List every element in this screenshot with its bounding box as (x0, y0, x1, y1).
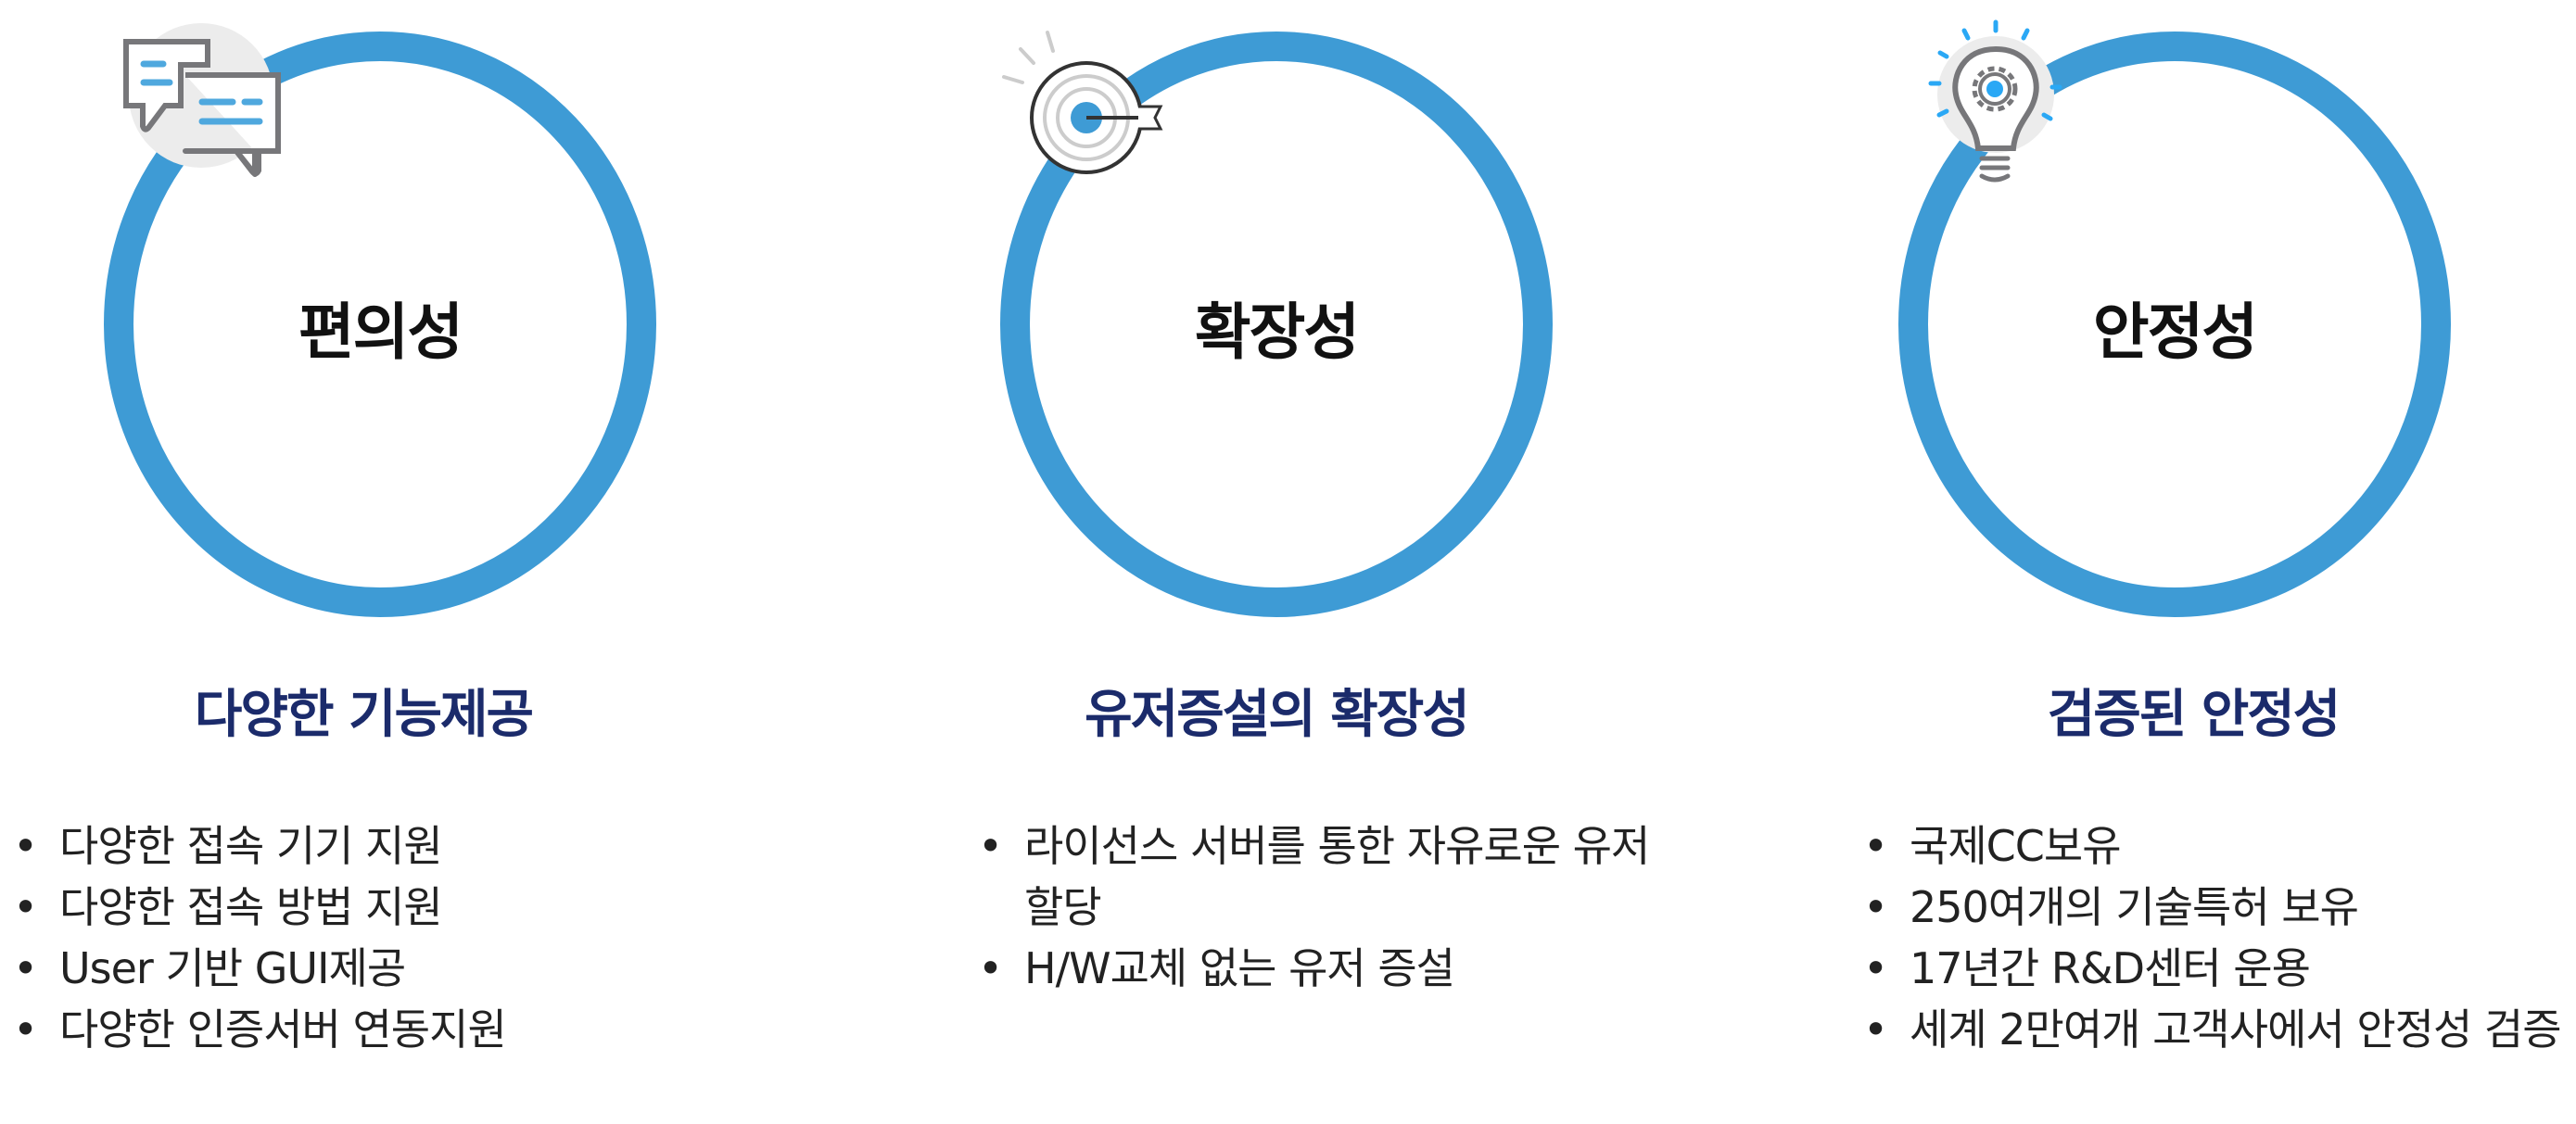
list-item: H/W교체 없는 유저 증설 (978, 938, 1655, 999)
bullet-list-convenience: 다양한 접속 기기 지원 다양한 접속 방법 지원 User 기반 GUI제공 … (13, 815, 662, 1060)
circle-title-scalability: 확장성 (1194, 297, 1360, 368)
list-item: 다양한 접속 기기 지원 (13, 815, 662, 877)
bullet-list-stability: 국제CC보유 250여개의 기술특허 보유 17년간 R&D센터 운용 세계 2… (1863, 815, 2568, 1060)
ring-stability (1898, 32, 2451, 617)
bullet-list-scalability: 라이선스 서버를 통한 자유로운 유저할당 H/W교체 없는 유저 증설 (978, 815, 1655, 999)
list-item: 라이선스 서버를 통한 자유로운 유저할당 (978, 815, 1655, 938)
ring-scalability (1000, 32, 1553, 617)
heading-features: 다양한 기능제공 (194, 685, 534, 745)
list-item: 다양한 접속 방법 지원 (13, 877, 662, 938)
list-item: 국제CC보유 (1863, 815, 2568, 877)
circle-title-stability: 안정성 (2092, 297, 2258, 368)
lightbulb-gear-icon (1928, 19, 2062, 183)
list-item: 세계 2만여개 고객사에서 안정성 검증 (1863, 999, 2568, 1060)
list-item: 250여개의 기술특허 보유 (1863, 877, 2568, 938)
list-item: 17년간 R&D센터 운용 (1863, 938, 2568, 999)
circle-title-convenience: 편의성 (298, 297, 463, 368)
chat-bubbles-icon (123, 23, 281, 177)
heading-user-expansion: 유저증설의 확장성 (1085, 685, 1470, 745)
target-icon (1002, 31, 1163, 174)
list-item: User 기반 GUI제공 (13, 938, 662, 999)
ring-convenience (104, 32, 656, 617)
heading-proven-stability: 검증된 안정성 (2047, 685, 2341, 745)
list-item: 다양한 인증서버 연동지원 (13, 999, 662, 1060)
